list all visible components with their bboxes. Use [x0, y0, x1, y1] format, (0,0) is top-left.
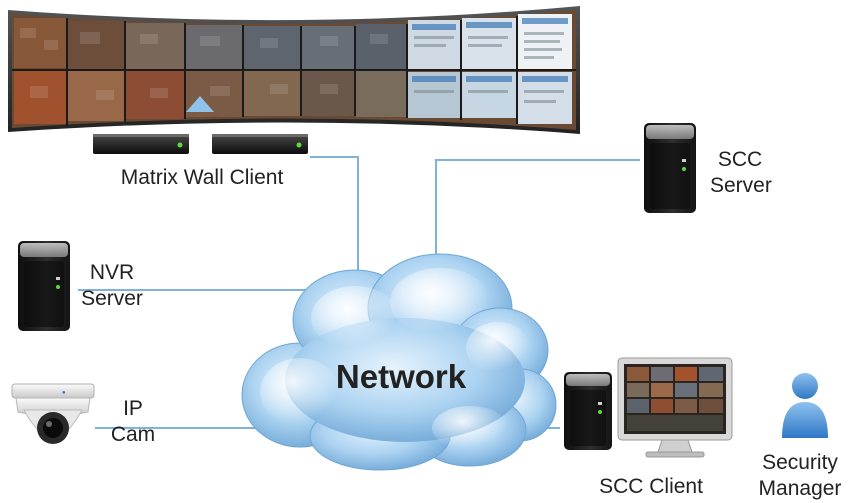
video-wall-icon: [8, 6, 580, 134]
ip-cam-label: IP Cam: [110, 397, 156, 446]
nvr-server-label: NVR Server: [81, 261, 143, 310]
decoder-box-icon: [212, 134, 308, 154]
decoder-box-icon: [93, 134, 189, 154]
network-cloud-icon: [241, 253, 557, 471]
triangle-pointer-icon: [186, 96, 214, 112]
user-icon: [782, 373, 828, 438]
scc-server-link: [435, 159, 640, 290]
security-manager-label: Security Manager: [758, 451, 842, 500]
scc-server-label: SCC Server: [710, 148, 772, 197]
server-tower-icon: [564, 372, 612, 450]
svg-text:●: ●: [62, 390, 66, 396]
matrix-wall-client-label: Matrix Wall Client: [120, 166, 284, 189]
network-label: Network: [336, 358, 467, 395]
monitor-icon: [617, 357, 733, 458]
server-tower-icon: [18, 241, 70, 331]
dome-camera-icon: ●: [11, 383, 95, 444]
scc-client-label: SCC Client: [599, 475, 703, 498]
matrix-link: [310, 156, 359, 290]
server-tower-icon: [644, 123, 696, 213]
